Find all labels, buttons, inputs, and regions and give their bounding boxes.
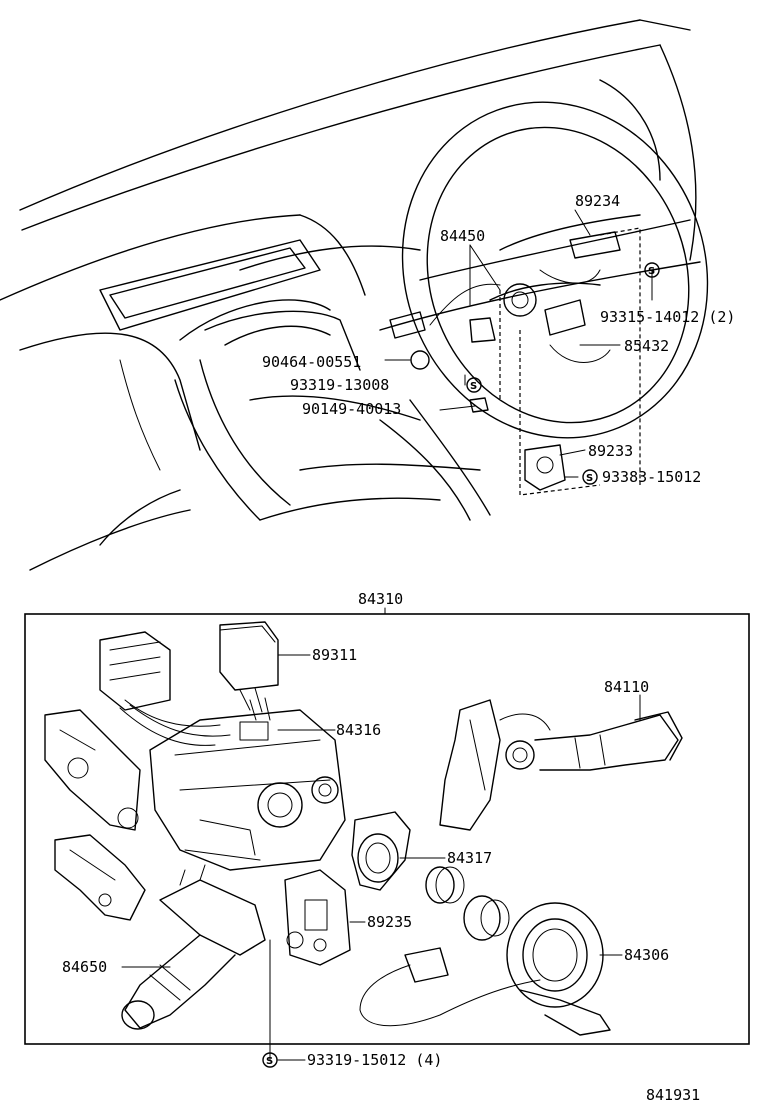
label-93319a: 93319-13008 <box>290 376 389 394</box>
label-89234: 89234 <box>575 192 620 210</box>
part-84317 <box>351 811 411 891</box>
switch-89235 <box>284 869 351 966</box>
dashboard-outline <box>0 19 701 571</box>
label-84317: 84317 <box>447 849 492 867</box>
screw-mark-93315: S <box>644 262 660 278</box>
combination-switch-body <box>149 697 346 871</box>
screw-mark-93383: S <box>582 469 598 485</box>
screw-mark-93319b: S <box>262 1052 278 1068</box>
screw-mark-93319a: S <box>466 377 482 393</box>
label-90149: 90149-40013 <box>302 400 401 418</box>
label-85432: 85432 <box>624 337 669 355</box>
steering-wheel <box>389 101 709 496</box>
diagram-id: 841931 <box>646 1086 700 1104</box>
label-89311: 89311 <box>312 646 357 664</box>
leader-lines-top <box>384 209 653 478</box>
left-bracket <box>44 709 141 831</box>
label-89233: 89233 <box>588 442 633 460</box>
spiral-cable-84306 <box>359 902 611 1036</box>
lever-84650 <box>121 864 266 1030</box>
svg-text:S: S <box>648 266 655 277</box>
label-93319b: 93319-15012 (4) <box>307 1051 442 1069</box>
assembly-frame <box>24 613 750 1045</box>
label-89235: 89235 <box>367 913 412 931</box>
svg-text:S: S <box>586 473 593 484</box>
label-90464: 90464-00551 <box>262 353 361 371</box>
label-84306: 84306 <box>624 946 669 964</box>
label-93315: 93315-14012 (2) <box>600 308 735 326</box>
label-84310: 84310 <box>358 590 403 608</box>
label-84110: 84110 <box>604 678 649 696</box>
svg-text:S: S <box>470 381 477 392</box>
mount-bracket <box>54 834 146 921</box>
spring-parts <box>425 866 510 941</box>
relay-89311 <box>219 621 279 713</box>
label-84450: 84450 <box>440 227 485 245</box>
label-84650: 84650 <box>62 958 107 976</box>
svg-text:S: S <box>266 1056 273 1067</box>
label-84316: 84316 <box>336 721 381 739</box>
lever-84110 <box>439 699 683 831</box>
label-93383: 93383-15012 <box>602 468 701 486</box>
leader-lines-bottom <box>121 654 641 1061</box>
connector-block <box>99 631 231 746</box>
